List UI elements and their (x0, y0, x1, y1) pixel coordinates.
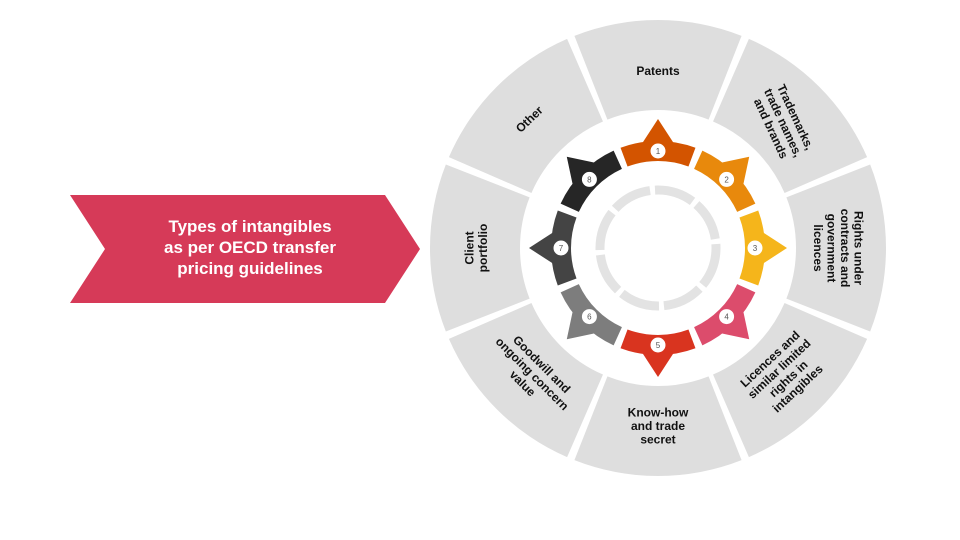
number-badge-7 (553, 240, 569, 256)
inner-circle (595, 185, 721, 311)
title-line-3: pricing guidelines (177, 259, 323, 278)
title-line-2: as per OECD transfer (164, 238, 336, 257)
number-badge-6 (581, 309, 597, 325)
number-label-7: 7 (559, 244, 564, 253)
outer-segment-4 (713, 303, 868, 458)
number-badge-4 (719, 309, 735, 325)
title-text: Types of intangibles as per OECD transfe… (100, 216, 400, 279)
arrow-2 (719, 156, 750, 187)
outer-segment-8 (448, 38, 603, 193)
number-label-8: 8 (587, 175, 592, 184)
segment-label-line: government (824, 214, 838, 283)
number-label-3: 3 (753, 244, 758, 253)
arrow-7 (529, 231, 555, 265)
title-banner (70, 195, 420, 303)
number-badge-3 (747, 240, 763, 256)
arrow-8 (566, 156, 597, 187)
segment-label-7: Clientportfolio (462, 224, 490, 273)
arrow-6 (566, 309, 597, 340)
segment-label-line: portfolio (476, 224, 490, 273)
outer-segment-3 (786, 164, 887, 332)
arrow-1 (641, 119, 675, 145)
segment-label-1: Patents (636, 64, 680, 78)
segment-label-3: Rights undercontracts andgovernmentlicen… (811, 209, 866, 288)
outer-segment-1 (574, 19, 742, 120)
number-label-2: 2 (724, 175, 729, 184)
segment-label-line: Patents (636, 64, 680, 78)
outer-segment-6 (448, 303, 603, 458)
number-badge-1 (650, 143, 666, 159)
outer-segment-5 (574, 376, 742, 477)
segment-label-line: and trade (631, 419, 685, 433)
number-badge-5 (650, 337, 666, 353)
segment-label-line: Client (462, 231, 476, 264)
segment-label-line: Rights under (851, 211, 865, 285)
segment-label-line: licences (811, 224, 825, 272)
number-label-4: 4 (724, 313, 729, 322)
outer-segment-7 (429, 164, 530, 332)
number-label-1: 1 (656, 147, 661, 156)
segment-label-line: secret (640, 433, 675, 447)
arrow-5 (641, 351, 675, 377)
segment-label-line: contracts and (838, 209, 852, 288)
title-line-1: Types of intangibles (168, 217, 332, 236)
arrow-3 (761, 231, 787, 265)
segment-label-line: Know-how (628, 406, 689, 420)
number-badge-2 (719, 171, 735, 187)
number-label-6: 6 (587, 313, 592, 322)
number-badge-8 (581, 171, 597, 187)
number-label-5: 5 (656, 341, 661, 350)
arrow-4 (719, 309, 750, 340)
outer-segment-2 (713, 38, 868, 193)
